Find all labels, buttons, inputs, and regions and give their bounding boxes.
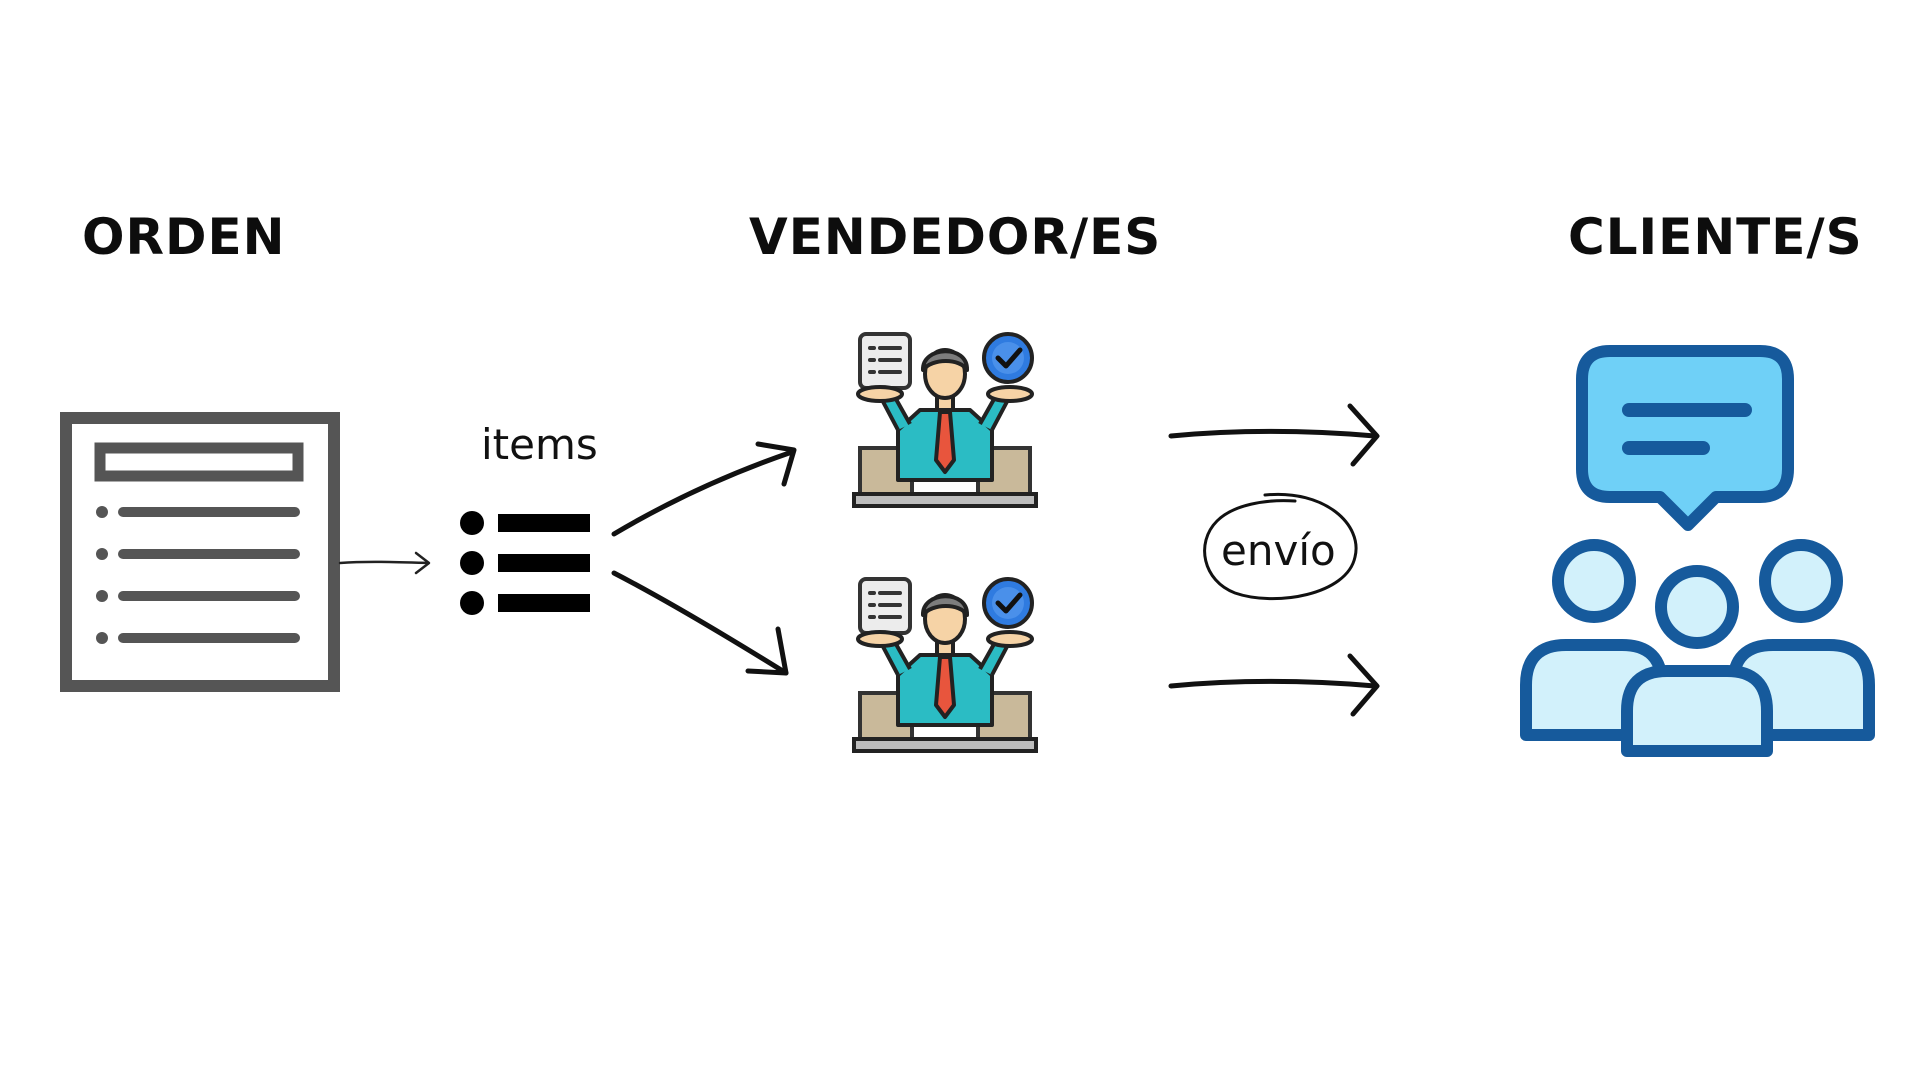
bulleted-list-icon [460, 511, 590, 615]
seller-icon [852, 332, 1038, 508]
seller-icon [852, 577, 1038, 753]
arrow-seller-top-to-customers [1168, 403, 1380, 467]
arrow-seller-bottom-to-customers [1168, 653, 1380, 717]
heading-vendedores: VENDEDOR/ES [749, 208, 1162, 266]
heading-orden: ORDEN [82, 208, 286, 266]
arrow-items-to-seller-top [611, 441, 797, 537]
items-label: items [481, 420, 598, 469]
envio-label: envío [1221, 526, 1336, 575]
customer-group-chat-icon [1520, 345, 1875, 757]
order-document-icon [60, 412, 340, 692]
envio-circle [1203, 492, 1358, 601]
arrow-order-to-items [338, 551, 431, 575]
arrow-items-to-seller-bottom [611, 570, 789, 676]
heading-clientes: CLIENTE/S [1568, 208, 1863, 266]
